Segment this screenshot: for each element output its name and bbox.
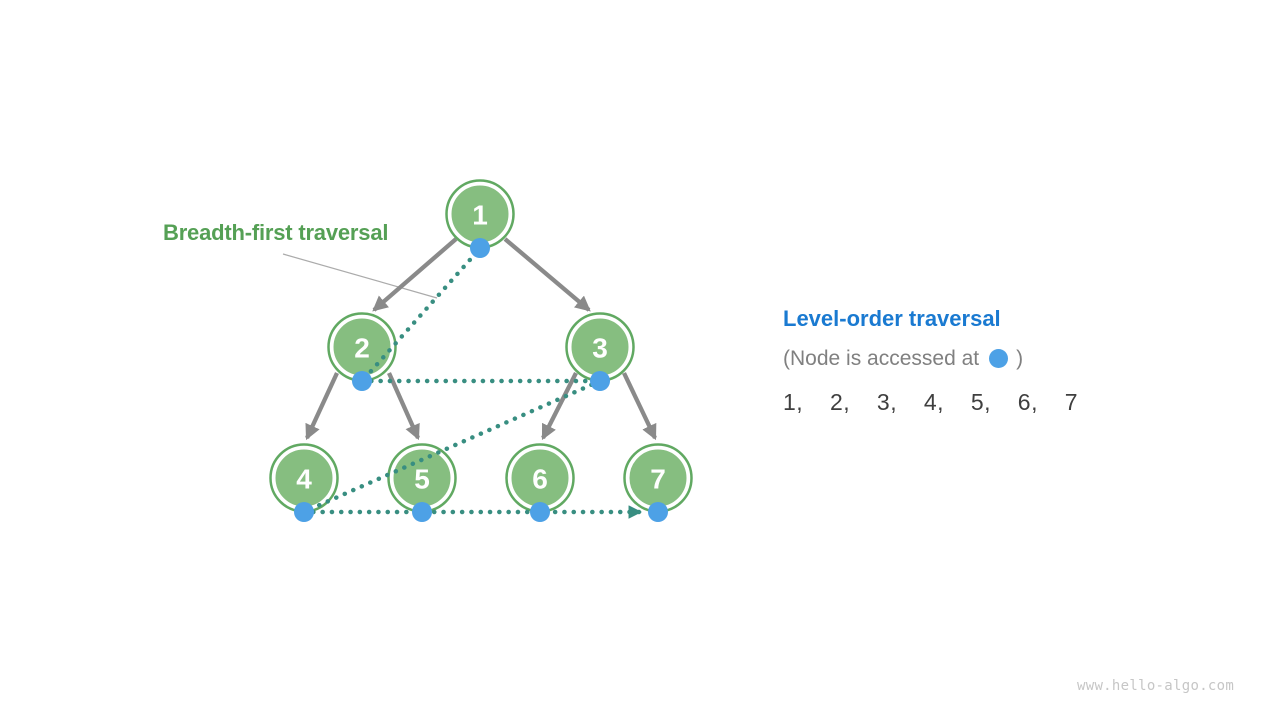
node-label: 2 — [354, 333, 370, 364]
node-label: 4 — [296, 464, 312, 495]
edge-3-7 — [622, 372, 657, 441]
traversal-dotted-path — [301, 250, 643, 519]
tree-node-7: 7 — [623, 443, 693, 513]
panel-note: (Node is accessed at) — [783, 345, 1078, 373]
access-dots — [294, 238, 668, 522]
level-order-panel: Level-order traversal (Node is accessed … — [783, 306, 1078, 416]
tree-node-3: 3 — [565, 312, 635, 382]
tree-node-6: 6 — [505, 443, 575, 513]
edge-2-4 — [305, 372, 339, 441]
watermark-url: www.hello-algo.com — [1077, 678, 1235, 694]
breadth-first-label: Breadth-first traversal — [163, 220, 389, 245]
edge-3-6 — [541, 372, 578, 441]
node-label: 1 — [472, 200, 488, 231]
label-leader-line — [282, 253, 438, 299]
node-label: 6 — [532, 464, 548, 495]
panel-note-suffix: ) — [1016, 347, 1024, 370]
access-dot-6 — [530, 502, 550, 522]
path-seg-3-to-4 — [303, 378, 603, 514]
node-label: 3 — [592, 333, 608, 364]
panel-note-prefix: (Node is accessed at — [783, 347, 980, 370]
access-dot-7 — [648, 502, 668, 522]
panel-title: Level-order traversal — [783, 306, 1001, 331]
tree-node-5: 5 — [387, 443, 457, 513]
tree-node-1: 1 — [445, 179, 515, 249]
access-dot-2 — [352, 371, 372, 391]
path-seg-1-to-2 — [361, 250, 479, 382]
tree-edges — [305, 237, 657, 441]
edge-2-5 — [387, 372, 420, 441]
access-dot-3 — [590, 371, 610, 391]
access-dot-5 — [412, 502, 432, 522]
edge-1-3 — [503, 237, 591, 312]
access-dot-4 — [294, 502, 314, 522]
node-label: 7 — [650, 464, 666, 495]
node-label: 5 — [414, 464, 430, 495]
traversal-sequence: 1, 2, 3, 4, 5, 6, 7 — [783, 389, 1079, 415]
access-dot-1 — [470, 238, 490, 258]
access-dot-icon — [989, 349, 1009, 368]
tree-node-2: 2 — [327, 312, 397, 382]
edge-1-2 — [372, 237, 458, 312]
